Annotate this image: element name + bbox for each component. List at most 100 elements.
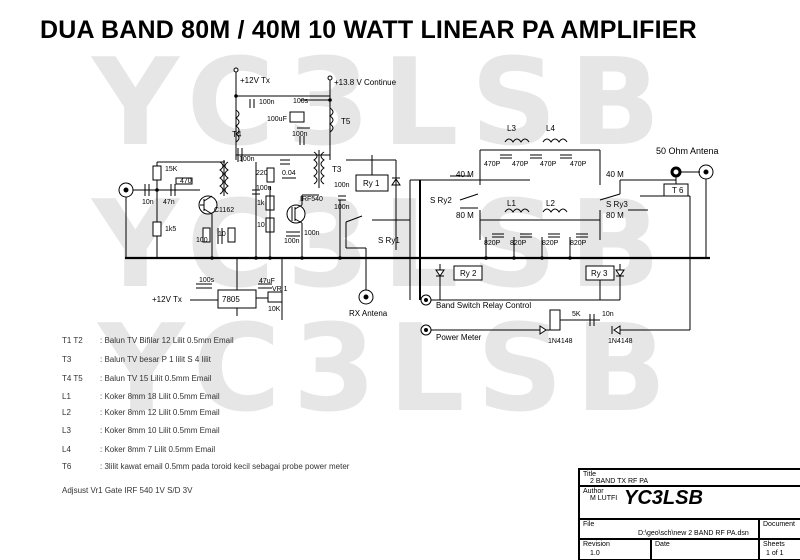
sheets-cell: Sheets 1 of 1	[759, 539, 800, 560]
file-value: D:\geo\sch\new 2 BAND RF PA.dsn	[638, 530, 749, 537]
note-row: L2	[62, 408, 71, 417]
label-c100n: 100n	[334, 182, 350, 189]
author-cell: Author M LUTFI YC3LSB	[579, 486, 800, 519]
label-c10n: 10n	[142, 199, 154, 206]
note-text: : Koker 8mm 18 Lilit 0.5mm Email	[100, 392, 220, 401]
label-t3: T3	[332, 165, 342, 174]
title-block: Title 2 BAND TX RF PA Author M LUTFI YC3…	[578, 468, 800, 560]
supply-label-12v-bottom: +12V Tx	[152, 295, 182, 304]
label-r470: 470	[180, 178, 192, 185]
title-cell: Title 2 BAND TX RF PA	[579, 469, 800, 486]
label-r5k: 5K	[572, 311, 581, 318]
label-sry3: S Ry3	[606, 200, 628, 209]
note-text: : Koker 8mm 12 Lilit 0.5mm Email	[100, 408, 220, 417]
label-c820p: 820P	[570, 240, 587, 247]
label-q2: IRF540	[300, 196, 323, 203]
label-r1k: 1k	[257, 200, 265, 207]
label-sry2: S Ry2	[430, 196, 452, 205]
label-c47uf: 47uF	[259, 278, 275, 285]
label-c100n: 100n	[334, 204, 350, 211]
watermark-bottom: YC3LSB	[98, 300, 679, 439]
note-text: : Balun TV Bifilar 12 Lilit 0.5mm Email	[100, 336, 234, 345]
label-40m: 40 M	[606, 170, 624, 179]
note-row: L1	[62, 392, 71, 401]
author-value: M LUTFI	[590, 495, 618, 502]
label-r100: 100	[196, 237, 208, 244]
adjust-note: Adjsust Vr1 Gate IRF 540 1V S/D 3V	[62, 486, 193, 495]
label-l2: L2	[546, 199, 555, 208]
label-r1k5: 1k5	[165, 226, 177, 233]
note-text: : 3lilit kawat email 0.5mm pada toroid k…	[100, 462, 350, 471]
label-c10n: 10n	[602, 311, 614, 318]
label-l3: L3	[507, 124, 516, 133]
power-meter-label: Power Meter	[436, 333, 482, 342]
note-text: : Balun TV 15 Lilit 0.5mm Email	[100, 374, 212, 383]
label-80m: 80 M	[456, 211, 474, 220]
document-cell: Document	[759, 519, 800, 539]
label-c100n: 100n	[239, 156, 255, 163]
sheets-value: 1 of 1	[766, 550, 784, 557]
label-t4: T4	[232, 130, 242, 139]
label-c470p: 470P	[512, 161, 529, 168]
label-sry1: S Ry1	[378, 236, 400, 245]
label-c47n: 47n	[163, 199, 175, 206]
watermark-middle: YC3LSB	[92, 176, 673, 315]
label-d2: 1N4148	[608, 338, 633, 345]
rx-antenna-label: RX Antena	[349, 309, 388, 318]
label-ry2: Ry 2	[460, 269, 477, 278]
label-r10k: 10K	[268, 306, 281, 313]
label-c100s: 100s	[293, 98, 309, 105]
label-d1: 1N4148	[548, 338, 573, 345]
label-c820p: 820P	[542, 240, 559, 247]
label-c100n: 100n	[259, 99, 275, 106]
label-c470p: 470P	[540, 161, 557, 168]
label-r10: 10	[218, 231, 226, 238]
label-c820p: 820P	[510, 240, 527, 247]
label-c100n: 100n	[256, 185, 272, 192]
date-cell: Date	[651, 539, 759, 560]
callsign: YC3LSB	[624, 487, 703, 509]
label-c100n: 100n	[304, 230, 320, 237]
label-vr1: VR 1	[272, 286, 288, 293]
rx-antenna-connector	[358, 289, 374, 305]
note-row: T6	[62, 462, 72, 471]
supply-label-12v-top: +12V Tx	[240, 76, 270, 85]
relay-ry2	[453, 265, 483, 281]
note-row: T3	[62, 355, 72, 364]
label-r10b: 10	[257, 222, 265, 229]
label-reg: 7805	[222, 295, 240, 304]
file-cell: File D:\geo\sch\new 2 BAND RF PA.dsn	[579, 519, 759, 539]
note-row: T4 T5	[62, 374, 83, 383]
label-ry3: Ry 3	[591, 269, 608, 278]
label-r15k: 15K	[165, 166, 178, 173]
revision-value: 1.0	[590, 550, 600, 557]
label-c100uf: 100uF	[267, 116, 287, 123]
revision-cell: Revision 1.0	[579, 539, 651, 560]
label-40m: 40 M	[456, 170, 474, 179]
label-ry1: Ry 1	[363, 179, 380, 188]
label-r220: 220	[256, 170, 268, 177]
page-title: DUA BAND 80M / 40M 10 WATT LINEAR PA AMP…	[40, 16, 697, 44]
label-t6: T 6	[672, 186, 684, 195]
label-c820p: 820P	[484, 240, 501, 247]
label-c470p: 470P	[570, 161, 587, 168]
title-value: 2 BAND TX RF PA	[590, 478, 649, 485]
supply-label-138v: +13.8 V Continue	[334, 78, 397, 87]
note-row: T1 T2	[62, 336, 83, 345]
note-row: L3	[62, 426, 71, 435]
label-l4: L4	[546, 124, 555, 133]
note-row: L4	[62, 445, 71, 454]
label-c100n: 100n	[292, 131, 308, 138]
label-q1: C1162	[214, 207, 235, 214]
label-80m: 80 M	[606, 211, 624, 220]
label-c470p: 470P	[484, 161, 501, 168]
band-switch-label: Band Switch Relay Control	[436, 301, 532, 310]
label-l1: L1	[507, 199, 516, 208]
note-text: : Koker 8mm 7 Lilit 0.5mm Email	[100, 445, 216, 454]
antenna-label: 50 Ohm Antena	[656, 146, 719, 156]
note-text: : Koker 8mm 10 Lilit 0.5mm Email	[100, 426, 220, 435]
note-text: : Balun TV besar P 1 lilit S 4 lilit	[100, 355, 211, 364]
label-c004: 0.04	[282, 170, 296, 177]
